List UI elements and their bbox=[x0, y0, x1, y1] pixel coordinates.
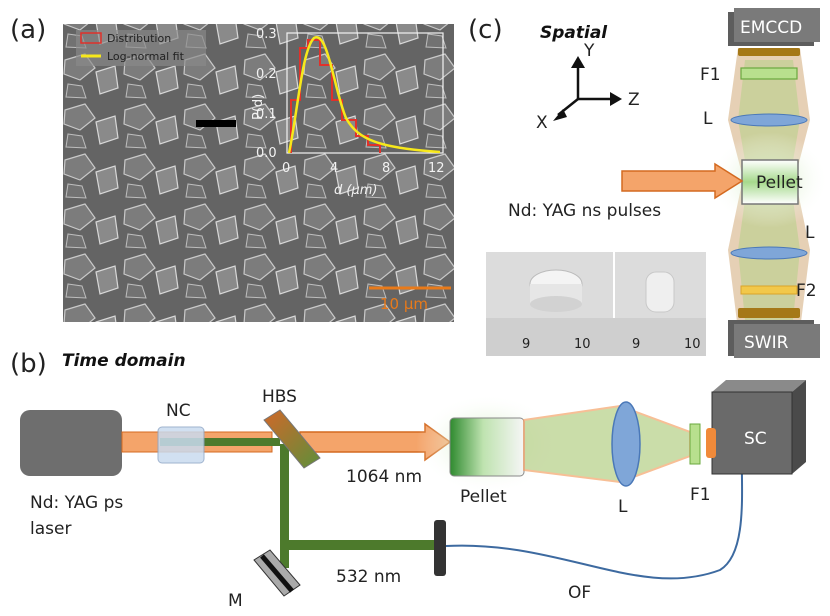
sc-label: SC bbox=[744, 429, 767, 449]
lens-time-label: L bbox=[618, 497, 628, 517]
wl-1064-label: 1064 nm bbox=[346, 467, 422, 487]
f1-spatial-label: F1 bbox=[700, 65, 721, 85]
panel-a-label: (a) bbox=[10, 15, 46, 45]
inset-xtick-0: 0 bbox=[282, 161, 290, 176]
panel-b-label: (b) bbox=[10, 349, 47, 379]
wl-532-label: 532 nm bbox=[336, 567, 401, 587]
ruler-tick-3: 10 bbox=[684, 337, 701, 352]
lens-top bbox=[730, 113, 808, 127]
streak-camera: SC bbox=[706, 380, 806, 475]
nc-crystal bbox=[157, 426, 205, 464]
ruler-tick-2: 9 bbox=[632, 337, 640, 352]
laser-label-line2: laser bbox=[30, 519, 71, 539]
scale-bar-label: 10 μm bbox=[380, 295, 428, 313]
optical-fiber bbox=[445, 439, 744, 580]
inset-xtick-1: 4 bbox=[330, 161, 338, 176]
f1-time-label: F1 bbox=[690, 485, 711, 505]
ruler-tick-1: 10 bbox=[574, 337, 591, 352]
axis-x-label: X bbox=[536, 113, 548, 133]
collected-beam bbox=[523, 404, 691, 484]
ps-laser bbox=[20, 410, 122, 476]
lens-top-label: L bbox=[703, 109, 713, 129]
hbs-splitter bbox=[263, 409, 321, 469]
lens-time bbox=[611, 401, 641, 487]
filter-f2 bbox=[740, 285, 798, 295]
sem-marker bbox=[196, 120, 236, 127]
fiber-label: OF bbox=[568, 583, 591, 603]
pulse-arrow bbox=[621, 162, 744, 200]
inset-ytick-2: 0.1 bbox=[256, 107, 277, 122]
inset-ylabel: P(d) bbox=[251, 94, 266, 120]
emccd-label: EMCCD bbox=[740, 18, 802, 38]
filter-f1-time bbox=[689, 423, 701, 465]
legend-distribution-swatch bbox=[80, 32, 102, 44]
axis-z-label: Z bbox=[628, 90, 640, 110]
fiber-connector bbox=[434, 520, 446, 576]
lens-bottom bbox=[730, 246, 808, 260]
inset-ytick-1: 0.2 bbox=[256, 67, 277, 82]
legend-fit-label: Log-normal fit bbox=[107, 50, 185, 63]
pulses-label: Nd: YAG ns pulses bbox=[508, 201, 661, 221]
beam-532-path bbox=[160, 438, 280, 446]
pellet-photo: 9 10 9 10 bbox=[486, 252, 706, 356]
ruler-tick-0: 9 bbox=[522, 337, 530, 352]
emccd-camera: EMCCD bbox=[728, 8, 820, 56]
panel-b-title: Time domain bbox=[62, 351, 186, 371]
inset-ytick-0: 0.3 bbox=[256, 27, 277, 42]
sem-image bbox=[63, 24, 454, 322]
pellet-spatial bbox=[741, 159, 799, 205]
swir-camera: SWIR bbox=[728, 308, 820, 358]
legend-distribution-label: Distribution bbox=[107, 32, 171, 45]
pellet-time-label: Pellet bbox=[460, 487, 507, 507]
inset-frame bbox=[286, 32, 444, 154]
pellet-spatial-label: Pellet bbox=[756, 173, 803, 193]
mirror-label: M bbox=[228, 591, 243, 611]
axis-y-label: Y bbox=[583, 41, 595, 61]
swir-label: SWIR bbox=[744, 333, 789, 353]
filter-f1-spatial bbox=[740, 67, 798, 80]
f2-label: F2 bbox=[796, 281, 817, 301]
inset-xtick-2: 8 bbox=[382, 161, 390, 176]
inset-ytick-3: 0.0 bbox=[256, 146, 277, 161]
inset-xtick-3: 12 bbox=[428, 161, 445, 176]
lens-bottom-label: L bbox=[805, 223, 815, 243]
inset-lognormal-curve bbox=[287, 36, 441, 154]
hbs-label: HBS bbox=[262, 387, 297, 407]
panel-c-label: (c) bbox=[468, 15, 503, 45]
laser-label-line1: Nd: YAG ps bbox=[30, 493, 123, 513]
inset-plot: 0.3 0.2 0.1 0.0 0 4 8 12 P(d) d (μm) bbox=[251, 27, 445, 198]
nc-label: NC bbox=[166, 401, 191, 421]
inset-legend: Distribution Log-normal fit bbox=[76, 30, 206, 66]
panel-c-title: Spatial bbox=[540, 23, 608, 43]
pellet-time bbox=[449, 417, 525, 477]
inset-xlabel: d (μm) bbox=[334, 183, 377, 198]
axis-triad: Y Z X bbox=[536, 41, 640, 133]
